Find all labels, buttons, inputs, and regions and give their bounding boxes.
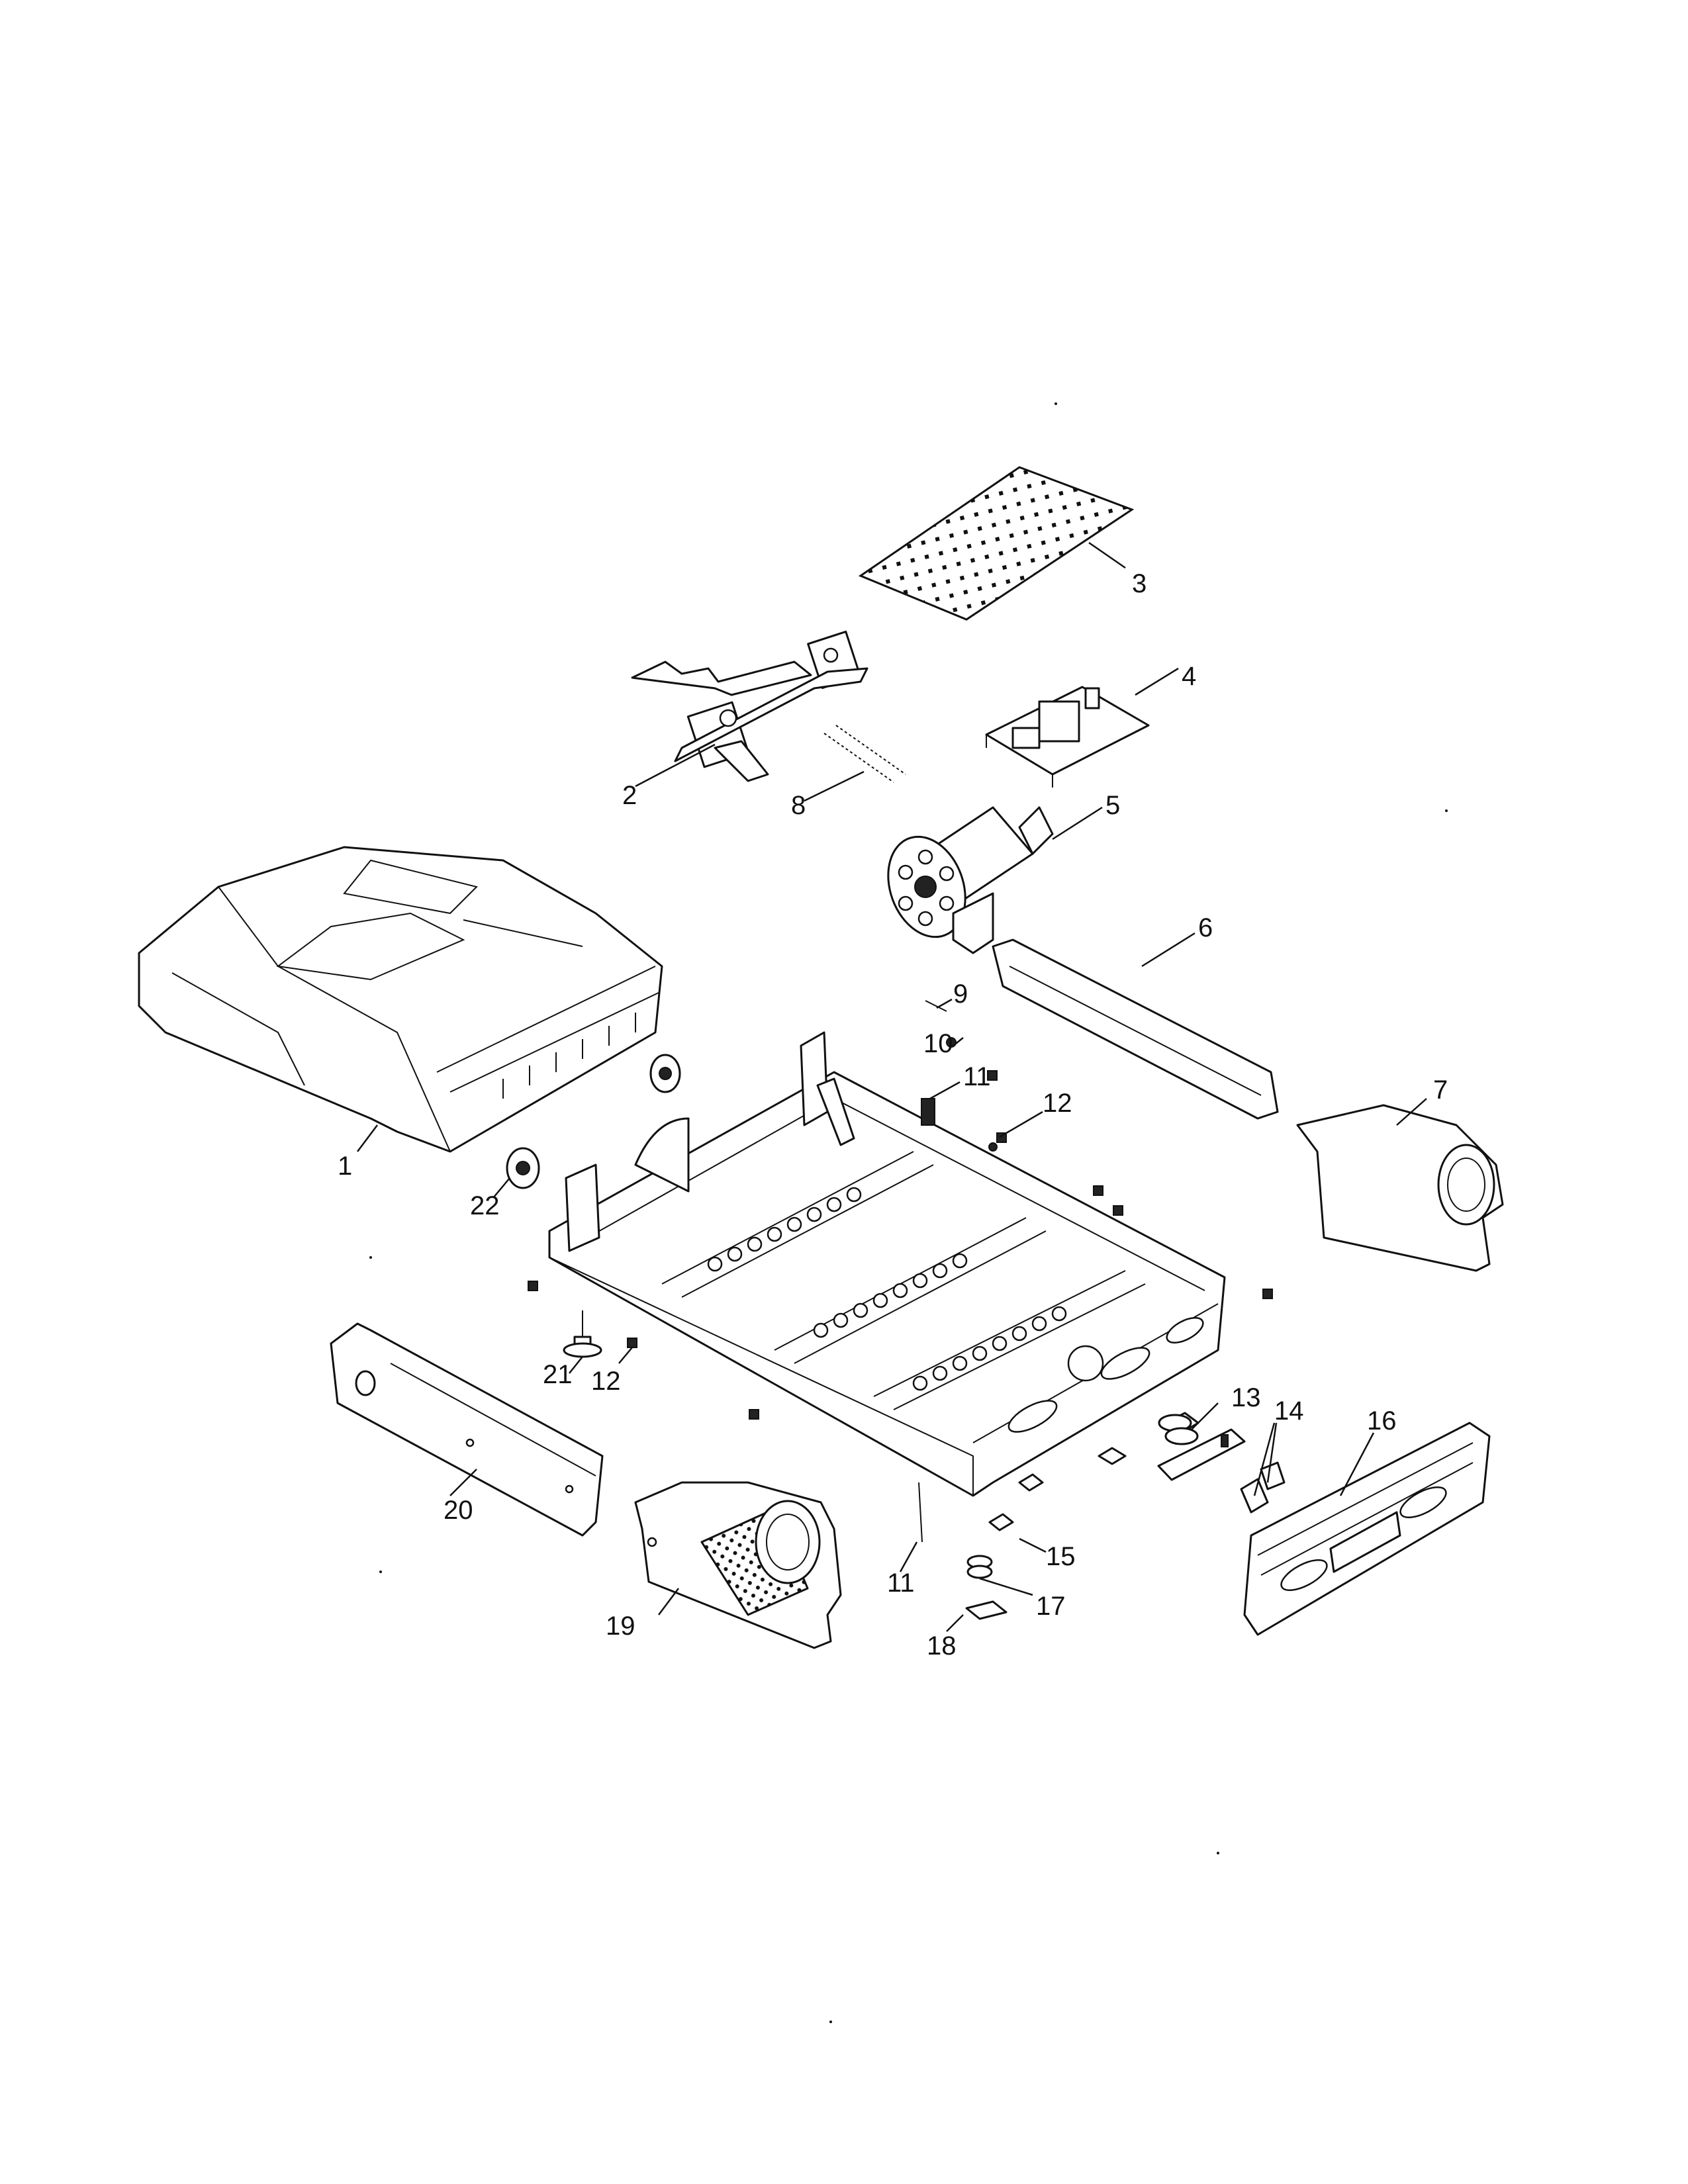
part-top-tray: [138, 846, 663, 1153]
callout-20: 20: [444, 1496, 473, 1525]
part-main-frame: [548, 1031, 1226, 1497]
callout-6: 6: [1198, 913, 1213, 942]
callout-14: 14: [1274, 1396, 1304, 1426]
callout-11-top: 11: [963, 1062, 991, 1091]
callout-17: 17: [1036, 1592, 1066, 1621]
callout-21: 21: [543, 1360, 573, 1389]
part-hardware: [528, 1000, 1273, 1620]
part-control-board: [985, 686, 1150, 788]
callout-13: 13: [1231, 1383, 1261, 1412]
callout-3: 3: [1132, 569, 1147, 598]
callout-8: 8: [791, 791, 806, 820]
part-linkage-assembly: [631, 630, 868, 782]
callout-12-left: 12: [591, 1367, 621, 1396]
part-side-rail: [992, 938, 1279, 1120]
callout-2: 2: [622, 781, 637, 810]
part-front-panel: [1243, 1422, 1491, 1636]
part-springs: [823, 725, 906, 783]
callout-19: 19: [606, 1612, 635, 1641]
callout-11-bottom: 11: [887, 1569, 915, 1598]
callout-16: 16: [1367, 1406, 1397, 1435]
callout-9: 9: [953, 979, 968, 1009]
part-wheels: [506, 1054, 681, 1189]
part-left-side-cover: [330, 1322, 604, 1537]
part-right-end-cap: [1296, 1104, 1504, 1272]
scan-specks: [369, 402, 1448, 2023]
part-left-end-cap: [634, 1481, 842, 1649]
leader-lines: [357, 541, 1427, 1632]
callout-1: 1: [338, 1152, 352, 1181]
frame-holes: [707, 1187, 1204, 1433]
callout-labels: 1 2 3 4 5 6 7 8 9 10 11 11 12 12 13 14 1…: [338, 569, 1448, 1661]
callout-22: 22: [470, 1191, 500, 1220]
part-motor: [887, 806, 1054, 954]
callout-7: 7: [1433, 1075, 1448, 1105]
part-perforated-panel: [858, 466, 1135, 621]
callout-15: 15: [1046, 1542, 1076, 1571]
callout-5: 5: [1105, 791, 1120, 820]
callout-18: 18: [927, 1631, 957, 1661]
callout-10: 10: [923, 1029, 953, 1058]
callout-4: 4: [1182, 662, 1196, 691]
callout-12-right: 12: [1043, 1089, 1072, 1118]
